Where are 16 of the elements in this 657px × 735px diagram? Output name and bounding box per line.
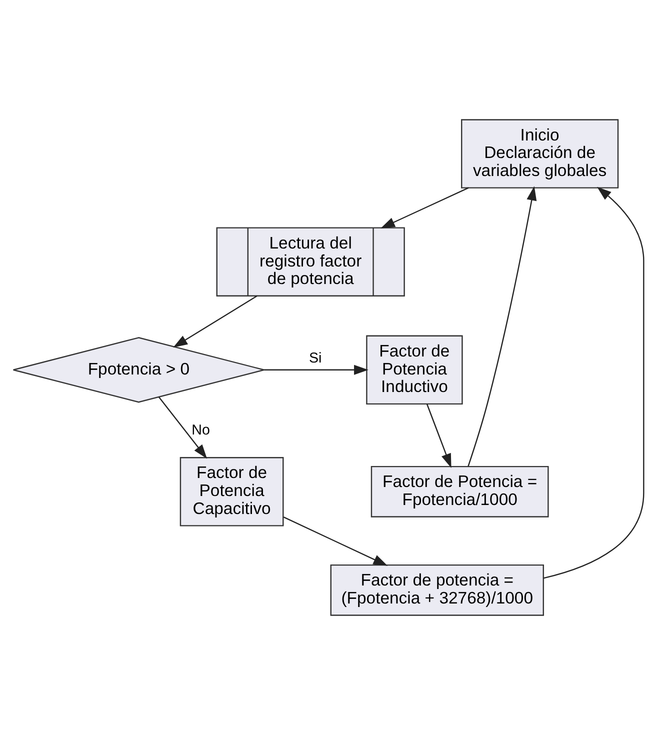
edge-label: Si [309, 350, 322, 366]
node-box: Factor de potencia = (Fpotencia + 32768)/1000 [330, 564, 544, 616]
arrow [158, 396, 208, 459]
arrow [264, 364, 368, 375]
node-box: Factor de Potencia Capacitivo [180, 457, 284, 526]
edge-label: No [192, 422, 210, 438]
arrow [468, 186, 537, 467]
node-box: Inicio Declaración de variables globales [461, 119, 619, 188]
arrow [173, 295, 258, 348]
node-diamond: Fpotencia > 0 [12, 337, 265, 403]
arrow [543, 186, 644, 579]
arrow [426, 404, 452, 468]
node-box: Factor de Potencia = Fpotencia/1000 [370, 466, 549, 518]
arrow [283, 516, 388, 566]
node-box: Factor de Potencia Inductivo [366, 335, 463, 405]
arrow [380, 187, 469, 228]
